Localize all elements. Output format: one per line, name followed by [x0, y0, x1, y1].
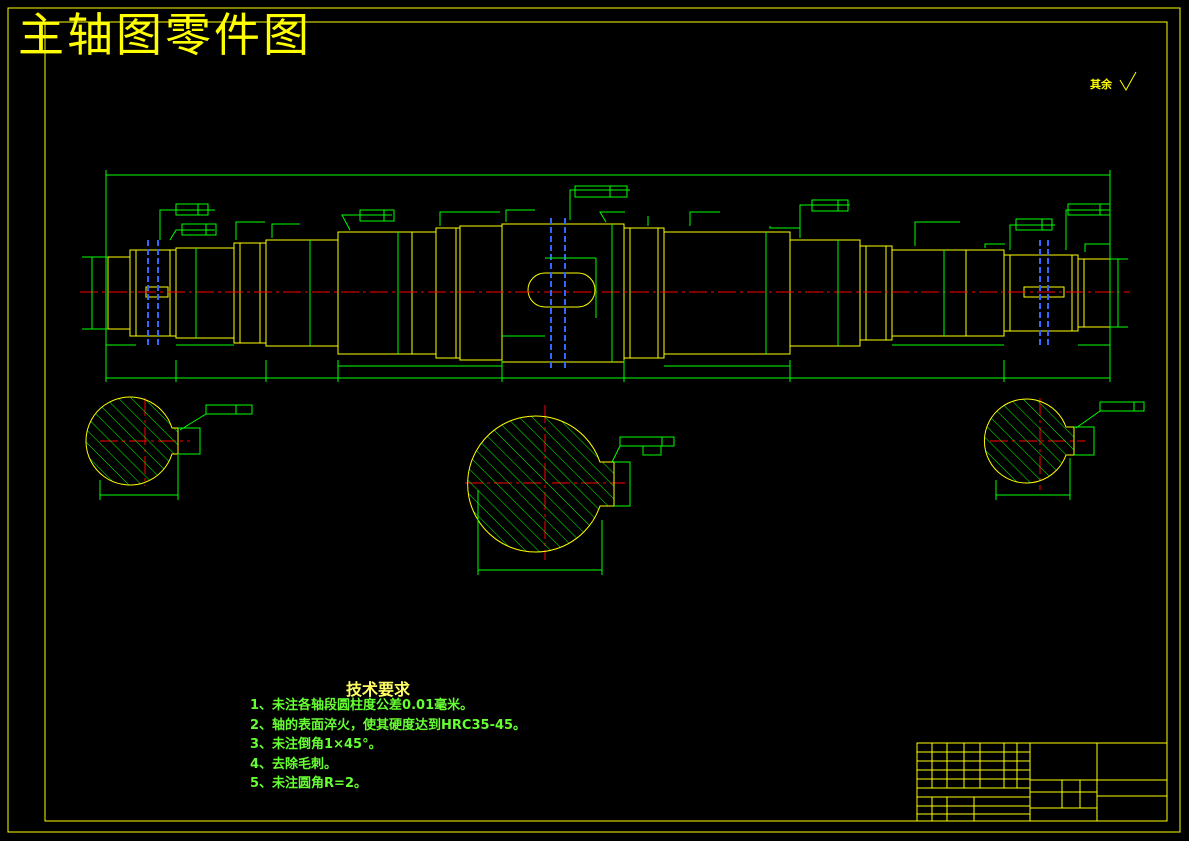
- technical-requirement-item: 4、去除毛刺。: [250, 756, 338, 772]
- roughness-symbol: [1119, 71, 1137, 91]
- drawing-title: 主轴图零件图: [18, 8, 312, 62]
- dimension-lines: [82, 170, 1128, 382]
- tolerance-frames: [175, 185, 1145, 456]
- title-block: [916, 742, 1168, 822]
- technical-requirement-item: 5、未注圆角R=2。: [250, 776, 367, 791]
- shaft-outline: [107, 223, 1111, 363]
- inner-frame: [44, 21, 1168, 822]
- section-marks: [147, 218, 1049, 370]
- roughness-note: 其余: [1090, 78, 1112, 91]
- technical-requirements-list: 1、未注各轴段圆柱度公差0.01毫米。 2、轴的表面淬火，使其硬度达到HRC35…: [250, 696, 526, 794]
- section-view-middle: [467, 415, 631, 575]
- technical-requirement-item: 2、轴的表面淬火，使其硬度达到HRC35-45。: [250, 717, 527, 733]
- technical-requirement-item: 3、未注倒角1×45°。: [250, 737, 382, 752]
- technical-requirement-item: 1、未注各轴段圆柱度公差0.01毫米。: [250, 698, 474, 713]
- center-lines: [80, 291, 1130, 560]
- technical-requirements-heading: 技术要求: [346, 680, 411, 699]
- outer-border: [7, 7, 1181, 833]
- section-view-right: [983, 398, 1101, 500]
- section-view-left: [85, 396, 207, 500]
